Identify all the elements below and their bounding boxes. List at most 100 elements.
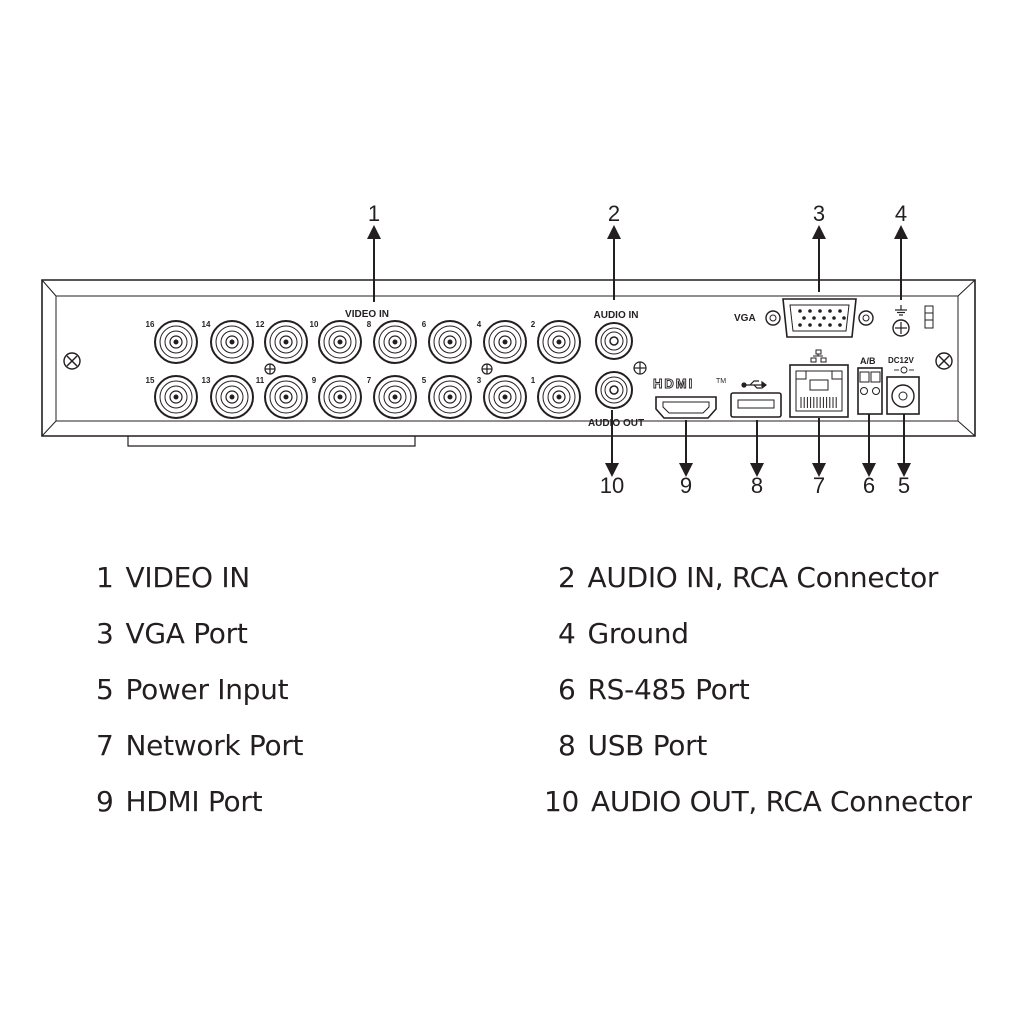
vga-pin <box>828 309 832 313</box>
mounting-screw-left <box>63 352 81 370</box>
vga-pin <box>812 316 816 320</box>
vga-pin <box>818 323 822 327</box>
bnc-connector <box>318 375 362 419</box>
bnc-channel-label: 16 <box>146 320 155 329</box>
vga-pin <box>808 323 812 327</box>
hdmi-port-shape <box>655 396 717 419</box>
hdmi-logo: HDMI <box>653 376 694 391</box>
bnc-connector <box>428 375 472 419</box>
legend-num: 6 <box>558 673 576 706</box>
vent-slot <box>924 305 934 329</box>
bnc-connector <box>264 320 308 364</box>
legend-item-7: 7 Network Port <box>96 729 304 762</box>
label-vga: VGA <box>734 313 756 324</box>
bnc-channel-label: 9 <box>312 376 317 385</box>
bnc-channel-label: 5 <box>422 376 427 385</box>
legend-item-6: 6 RS-485 Port <box>558 673 750 706</box>
legend-text: HDMI Port <box>125 785 263 818</box>
legend-num: 8 <box>558 729 576 762</box>
callout-4: 4 <box>895 201 907 226</box>
vga-pins <box>798 309 846 327</box>
legend-item-1: 1 VIDEO IN <box>96 561 250 594</box>
usb-icon <box>741 380 767 390</box>
bnc-connector <box>483 320 527 364</box>
callout-1: 1 <box>368 201 380 226</box>
legend-item-9: 9 HDMI Port <box>96 785 263 818</box>
bnc-connector <box>264 375 308 419</box>
bnc-connector <box>154 320 198 364</box>
legend-item-4: 4 Ground <box>558 617 689 650</box>
legend-text: Ground <box>587 617 690 650</box>
legend-num: 2 <box>558 561 576 594</box>
vga-pin <box>808 309 812 313</box>
vga-pin <box>798 309 802 313</box>
legend-num: 7 <box>96 729 114 762</box>
hdmi-trademark: TM <box>716 378 726 385</box>
callout-5: 5 <box>898 473 910 498</box>
bnc-connector <box>483 375 527 419</box>
bnc-channel-label: 6 <box>422 320 427 329</box>
label-audio-out: AUDIO OUT <box>588 418 644 429</box>
ground-screw-audio <box>633 361 647 375</box>
legend-num: 4 <box>558 617 576 650</box>
vga-pin <box>818 309 822 313</box>
vga-pin <box>832 316 836 320</box>
vga-pin <box>798 323 802 327</box>
bnc-channel-label: 14 <box>202 320 211 329</box>
bnc-channel-label: 3 <box>477 376 482 385</box>
callout-numbers: 1 2 3 4 5 6 7 8 9 10 <box>368 201 910 498</box>
dc-polarity-icon <box>894 366 914 374</box>
legend-num: 1 <box>96 561 114 594</box>
legend-item-2: 2 AUDIO IN, RCA Connector <box>558 561 938 594</box>
bnc-channel-label: 12 <box>256 320 265 329</box>
audio-in-rca-connector <box>595 322 633 360</box>
callout-7: 7 <box>813 473 825 498</box>
legend-text: AUDIO OUT, RCA Connector <box>591 785 972 818</box>
legend-text: VGA Port <box>125 617 248 650</box>
label-video-in: VIDEO IN <box>345 309 389 320</box>
network-port-pins <box>800 397 837 408</box>
audio-out-rca-connector <box>595 371 633 409</box>
bnc-channel-label: 15 <box>146 376 155 385</box>
legend-text: Network Port <box>125 729 304 762</box>
vga-pin <box>802 316 806 320</box>
mounting-screw-right <box>935 352 953 370</box>
callout-2: 2 <box>608 201 620 226</box>
label-dc12v: DC12V <box>888 356 914 365</box>
bnc-connector <box>210 375 254 419</box>
rs485-terminal-shape <box>857 367 883 415</box>
bnc-channel-label: 7 <box>367 376 372 385</box>
legend-text: RS-485 Port <box>587 673 750 706</box>
legend-num: 10 <box>544 785 580 818</box>
bnc-channel-label: 4 <box>477 320 482 329</box>
legend-text: Power Input <box>125 673 289 706</box>
vga-pin <box>842 316 846 320</box>
bnc-channel-label: 1 <box>531 376 536 385</box>
legend-text: AUDIO IN, RCA Connector <box>587 561 939 594</box>
vga-pin <box>822 316 826 320</box>
bnc-connector <box>373 375 417 419</box>
callout-leaders <box>367 225 911 477</box>
bnc-channel-label: 11 <box>256 376 265 385</box>
network-icon <box>810 349 827 363</box>
bnc-connector <box>210 320 254 364</box>
vga-pin <box>838 323 842 327</box>
bnc-channel-label: 2 <box>531 320 536 329</box>
callout-9: 9 <box>680 473 692 498</box>
legend-num: 9 <box>96 785 114 818</box>
chassis <box>41 279 976 447</box>
ground-screw-small <box>264 363 493 375</box>
usb-port-shape <box>730 392 782 418</box>
ground-terminal-icon <box>892 305 910 337</box>
vga-pin <box>828 323 832 327</box>
legend-text: VIDEO IN <box>125 561 251 594</box>
label-audio-in: AUDIO IN <box>594 310 639 321</box>
callout-3: 3 <box>813 201 825 226</box>
vga-port-shape <box>765 298 874 338</box>
bnc-connector <box>428 320 472 364</box>
